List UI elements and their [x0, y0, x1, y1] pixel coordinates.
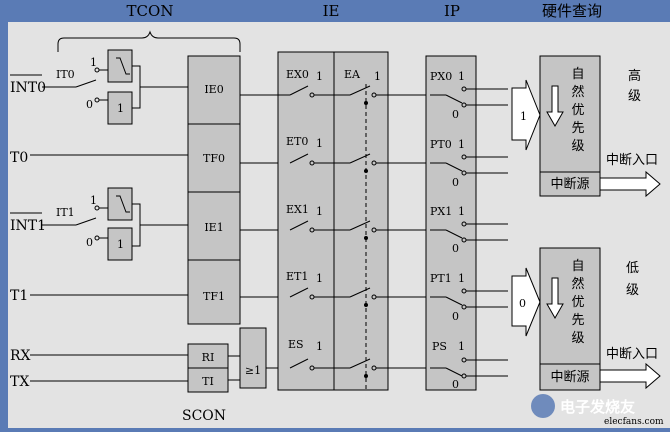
int1-label: INT1	[10, 218, 46, 234]
scon-flag-block: RI TI ≥1	[187, 327, 278, 393]
px1-label: PX1	[430, 205, 452, 218]
ex0-one: 1	[316, 70, 323, 83]
low-level-bottom: 级	[626, 283, 639, 298]
ps-one: 1	[458, 340, 465, 353]
it1-label: IT1	[56, 206, 75, 219]
tf1-flag: TF1	[203, 290, 225, 303]
pt0-one: 1	[458, 138, 465, 151]
low-priority-text: 自然优先级	[571, 259, 584, 346]
watermark-site: elecfans.com	[604, 417, 664, 427]
px0-one: 1	[458, 70, 465, 83]
px1-zero: 0	[452, 242, 459, 255]
high-source-label: 中断源	[550, 177, 589, 192]
es-label: ES	[288, 338, 304, 351]
ex1-one: 1	[316, 205, 323, 218]
or-gate: ≥1	[245, 364, 261, 377]
it1-gate-one: 1	[117, 238, 124, 251]
et0-one: 1	[316, 137, 323, 150]
input-wires	[30, 86, 188, 382]
low-priority-unit: 0 自然优先级 中断源 低 级 中断入口	[511, 247, 661, 391]
int0-trigger-selector: IT0 1 0 1	[56, 49, 188, 125]
pt1-label: PT1	[430, 272, 452, 285]
low-source-label: 中断源	[550, 370, 589, 385]
t0-label: T0	[10, 150, 28, 166]
ie1-flag: IE1	[204, 221, 223, 234]
high-level-top: 高	[628, 68, 641, 84]
int1-trigger-selector: IT1 1 0 1	[56, 187, 188, 261]
int0-label: INT0	[10, 80, 46, 96]
watermark: 电子发烧友 elecfans.com	[531, 394, 664, 427]
ip-heading: IP	[444, 2, 460, 20]
ie-switch-labels: EX0 ET0 EX1 ET1 ES EA 1 1 1 1 1 1	[286, 68, 381, 353]
low-arrow-value: 0	[519, 297, 526, 310]
ps-zero: 0	[452, 378, 459, 391]
high-output-label: 中断入口	[606, 153, 658, 168]
it1-zero: 0	[86, 236, 93, 249]
it0-label: IT0	[56, 68, 75, 81]
ie-switch-rows	[278, 85, 430, 371]
it0-zero: 0	[86, 98, 93, 111]
px1-one: 1	[458, 205, 465, 218]
high-level-bottom: 级	[628, 89, 641, 104]
et0-label: ET0	[286, 135, 308, 148]
ea-label: EA	[344, 68, 361, 81]
ie-heading: IE	[323, 2, 340, 20]
et1-one: 1	[316, 272, 323, 285]
watermark-text: 电子发烧友	[560, 398, 635, 416]
it0-one: 1	[90, 56, 97, 69]
es-one: 1	[316, 340, 323, 353]
pt0-zero: 0	[452, 176, 459, 189]
flag-to-ie-wires	[240, 94, 278, 298]
high-arrow-value: 1	[520, 110, 527, 123]
rx-label: RX	[10, 348, 31, 364]
tf0-flag: TF0	[203, 152, 225, 165]
ea-link-dots	[364, 101, 368, 378]
px0-zero: 0	[452, 108, 459, 121]
it1-one: 1	[90, 194, 97, 207]
ex0-label: EX0	[286, 68, 309, 81]
pt1-one: 1	[458, 272, 465, 285]
ip-switch-rows	[430, 86, 508, 379]
ip-switch-labels: PX0 PT0 PX1 PT1 PS 1 0 1 0 1 0 1 0 1 0	[430, 70, 465, 391]
ea-one: 1	[374, 70, 381, 83]
scon-label: SCON	[182, 408, 226, 424]
ri-flag: RI	[202, 351, 215, 364]
pt1-zero: 0	[452, 310, 459, 323]
tcon-brace	[57, 30, 241, 52]
et1-label: ET1	[286, 270, 308, 283]
high-priority-unit: 1 自然优先级 中断源 高 级 中断入口	[511, 55, 661, 198]
tx-label: TX	[10, 374, 29, 390]
tcon-heading: TCON	[127, 2, 174, 20]
low-output-label: 中断入口	[606, 347, 658, 362]
px0-label: PX0	[430, 70, 452, 83]
ie0-flag: IE0	[204, 83, 223, 96]
high-priority-text: 自然优先级	[571, 67, 584, 154]
t1-label: T1	[10, 288, 28, 304]
query-heading: 硬件查询	[542, 2, 602, 20]
pt0-label: PT0	[430, 138, 452, 151]
ti-flag: TI	[202, 375, 214, 388]
ip-register-block	[425, 55, 477, 391]
ex1-label: EX1	[286, 203, 309, 216]
low-level-top: 低	[626, 261, 639, 276]
ps-label: PS	[432, 340, 447, 353]
it0-gate-one: 1	[117, 102, 124, 115]
tcon-flag-column: IE0 TF0 IE1 TF1	[187, 55, 241, 325]
watermark-logo-icon	[531, 394, 555, 418]
